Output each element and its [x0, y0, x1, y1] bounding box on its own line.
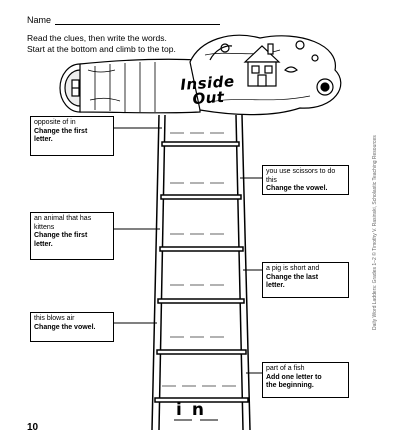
clue-direction: Change the first [34, 127, 88, 135]
ladder-right-rail [235, 114, 251, 431]
worksheet-title: Inside Out [177, 72, 239, 108]
clue-box-5: this blows air Change the vowel. [30, 312, 114, 342]
answer-blanks [162, 132, 236, 421]
side-credit: Daily Word Ladders: Grades 1–2 © Timothy… [372, 135, 378, 330]
clue-question: opposite of in [34, 119, 76, 126]
clue-direction: Change the first [34, 232, 88, 239]
name-field[interactable] [55, 24, 220, 25]
clue-question: an animal that has kittens [34, 215, 92, 231]
clue-box-2: you use scissors to do this Change the v… [262, 165, 349, 195]
clue-direction: letter. [266, 282, 285, 289]
clue-question: a pig is short and [266, 265, 320, 272]
clue-direction: letter. [34, 240, 53, 248]
clue-question: you use scissors to do this [266, 168, 336, 184]
starting-word: in [176, 400, 214, 420]
clue-direction: Change the last [266, 273, 319, 281]
clue-question: part of a fish [266, 365, 305, 372]
log-illustration [59, 34, 342, 116]
clue-box-6: part of a fish Add one letter to the beg… [262, 362, 349, 398]
page-number: 10 [27, 422, 39, 433]
clue-box-4: a pig is short and Change the last lette… [262, 262, 349, 298]
instructions-line-1: Read the clues, then write the words. [27, 33, 167, 43]
clue-direction: Change the vowel. [34, 323, 96, 331]
clue-direction: the beginning. [266, 382, 314, 389]
instructions: Read the clues, then write the words. St… [27, 33, 207, 55]
clue-question: this blows air [34, 315, 75, 322]
clue-direction: Change the vowel. [266, 185, 328, 192]
name-label: Name [27, 15, 52, 25]
clue-box-3: an animal that has kittens Change the fi… [30, 212, 114, 260]
instructions-line-2: Start at the bottom and climb to the top… [27, 44, 176, 54]
clue-box-1: opposite of in Change the first letter. [30, 116, 114, 156]
clue-direction: Add one letter to [266, 373, 322, 381]
ladder-left-rail [151, 114, 166, 431]
ladder [151, 114, 251, 431]
clue-direction: letter. [34, 136, 53, 143]
ladder-rungs [154, 141, 249, 403]
clue-connectors [112, 127, 262, 374]
